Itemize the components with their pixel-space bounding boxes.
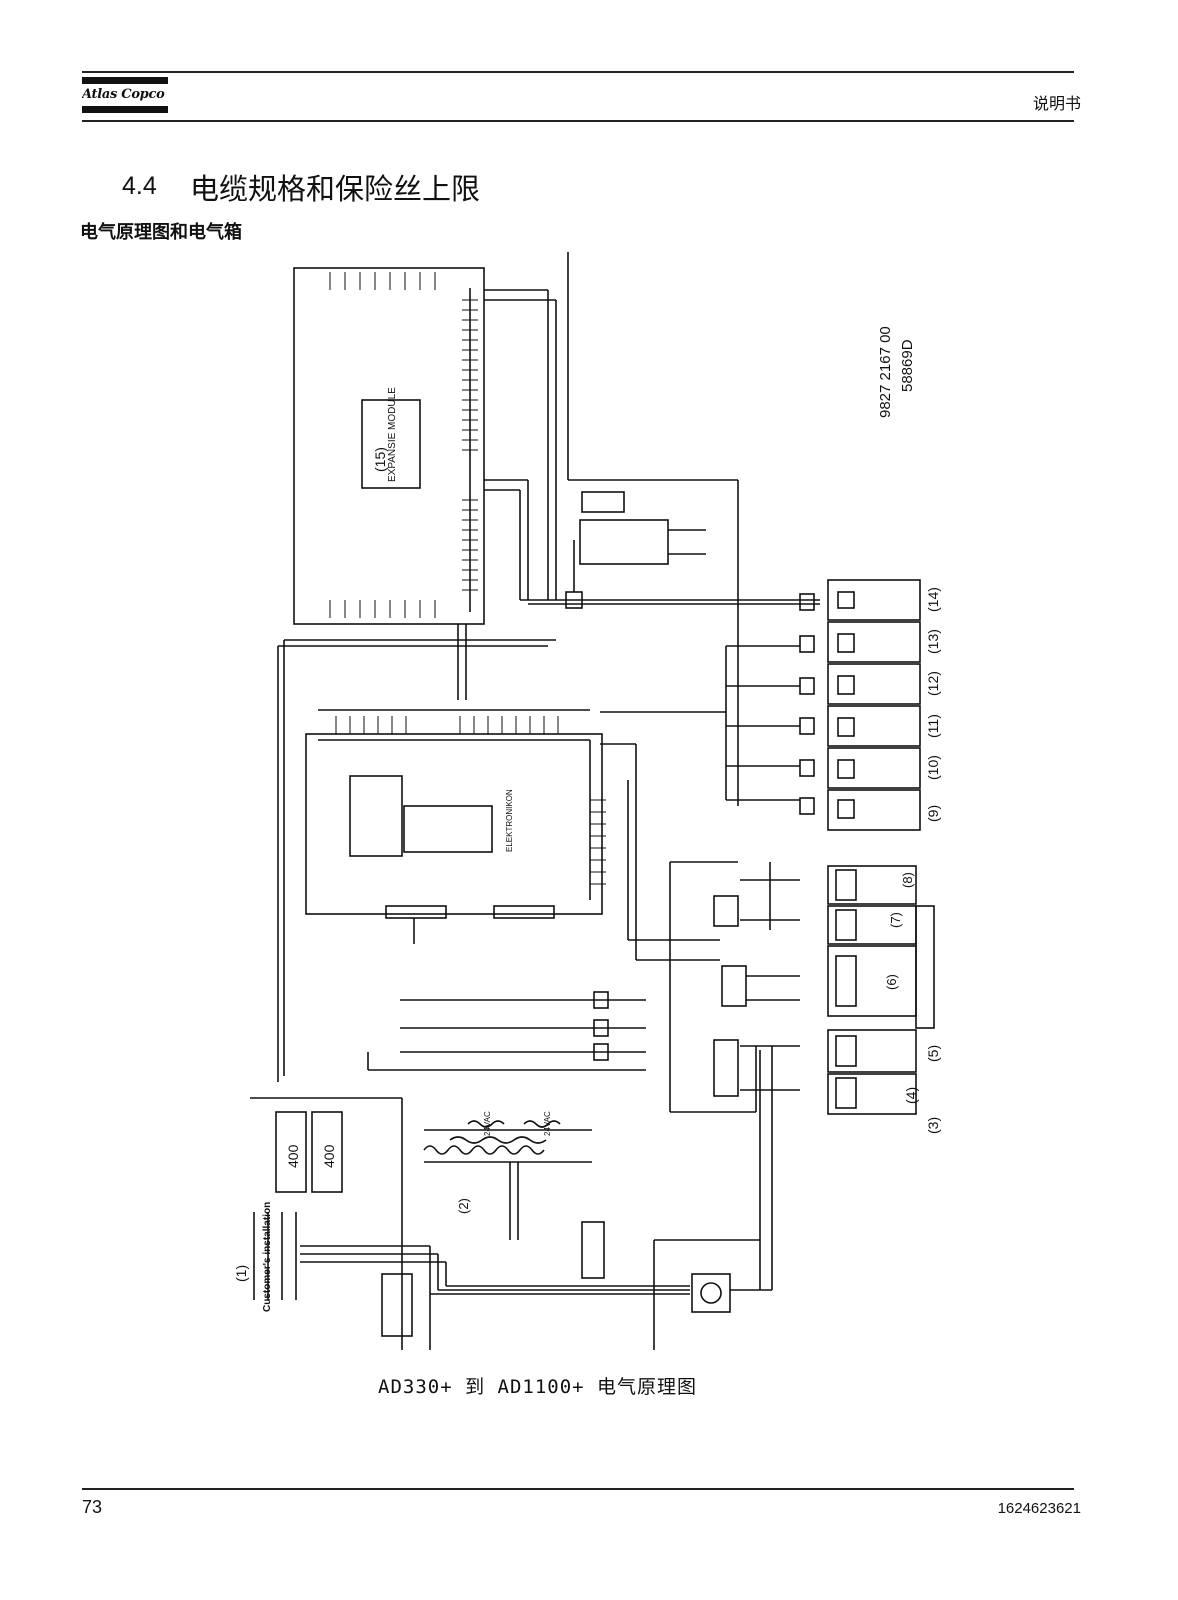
sensor-box-14 — [827, 579, 921, 621]
section-title: 电缆规格和保险丝上限 — [190, 172, 481, 206]
section-number: 4.4 — [122, 172, 157, 200]
supply-value-left: 400 — [285, 1144, 301, 1168]
device-box-4 — [827, 1073, 917, 1115]
customer-installation-label: Customer's installation — [262, 1202, 273, 1312]
customer-installation-ref: (1) — [233, 1265, 249, 1282]
device-ref-14: (14) — [925, 587, 941, 612]
box-ref-2: (2) — [456, 1198, 471, 1214]
page-number: 73 — [82, 1497, 103, 1517]
module-label-box — [361, 399, 421, 489]
drawing-number-label: 58869D — [899, 339, 916, 392]
document-number: 1624623621 — [997, 1500, 1081, 1517]
device-ref-9: (9) — [925, 805, 941, 822]
device-box-8 — [827, 865, 917, 905]
device-ref-10: (10) — [925, 755, 941, 780]
device-box-5 — [827, 1029, 917, 1073]
transformer-label-right: 24VAC — [543, 1111, 552, 1136]
atlas-copco-logo: Atlas Copco — [82, 73, 168, 117]
sensor-box-10 — [827, 747, 921, 789]
brand-wordmark: Atlas Copco — [82, 87, 165, 102]
device-ref-13: (13) — [925, 629, 941, 654]
sensor-box-9 — [827, 789, 921, 831]
device-ref-12: (12) — [925, 671, 941, 696]
device-ref-4: (4) — [903, 1087, 919, 1104]
device-ref-6: (6) — [884, 974, 899, 990]
header-bottom-rule — [82, 120, 1074, 122]
customer-installation-box — [915, 905, 935, 1029]
controller-display — [403, 805, 493, 853]
motor-box — [691, 1273, 731, 1313]
device-ref-3: (3) — [925, 1117, 941, 1134]
controller-label: ELEKTRONIKON — [505, 789, 514, 852]
supply-box-left — [275, 1111, 307, 1193]
footer-rule — [82, 1488, 1074, 1490]
subheading: 电气原理图和电气箱 — [80, 222, 242, 243]
transformer-label-left: 24VAC — [483, 1111, 492, 1136]
expansion-module-board — [293, 267, 485, 625]
figure-caption: AD330+ 到 AD1100+ 电气原理图 — [378, 1376, 698, 1398]
sensor-box-13 — [827, 621, 921, 663]
supply-box-right — [311, 1111, 343, 1193]
document-type-label: 说明书 — [1032, 94, 1081, 113]
device-ref-7: (7) — [888, 912, 903, 928]
device-ref-5: (5) — [925, 1045, 941, 1062]
device-ref-11: (11) — [925, 714, 941, 738]
part-number-label: 9827 2167 00 — [877, 326, 894, 418]
small-relay-module — [579, 519, 669, 565]
mcb-box — [581, 1221, 605, 1279]
device-ref-8: (8) — [900, 872, 915, 888]
sensor-box-12 — [827, 663, 921, 705]
module-label: EXPANSIE MODULE — [387, 387, 398, 482]
module-number: (15) — [372, 447, 388, 472]
header-top-rule — [82, 71, 1074, 73]
sensor-box-11 — [827, 705, 921, 747]
supply-value-right: 400 — [321, 1144, 337, 1168]
